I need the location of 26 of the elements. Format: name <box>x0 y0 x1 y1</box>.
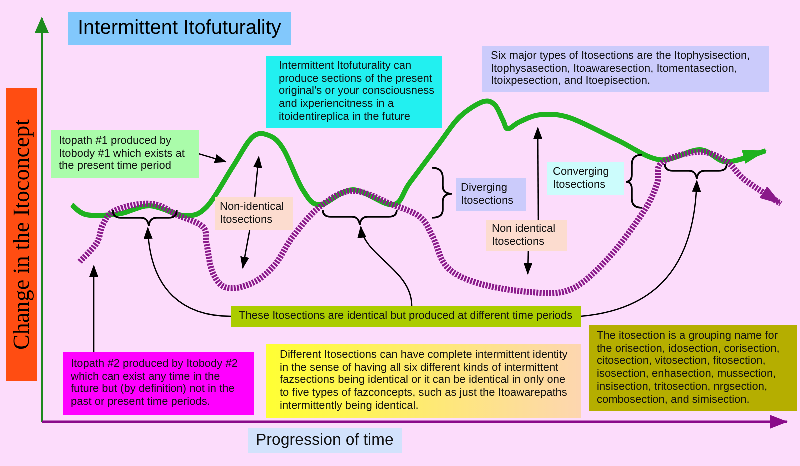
note-box: Itopath #1 produced by Itobody #1 which exists at the present time period <box>51 130 199 178</box>
note-box: Non-identical Itosections <box>215 197 293 230</box>
arrow <box>253 156 262 198</box>
arrow <box>580 180 701 318</box>
curly-brace <box>664 164 728 180</box>
note-box: These Itosections are identical but produced at different time periods <box>231 306 581 327</box>
arrow <box>534 127 543 220</box>
curly-brace <box>322 210 398 226</box>
axis-label: Change in the Itoconcept <box>6 88 37 381</box>
note-box: Non identical Itosections <box>486 220 567 252</box>
arrow <box>198 153 227 164</box>
arrow <box>90 265 98 352</box>
arrow <box>144 227 232 318</box>
arrow <box>524 250 533 275</box>
curly-brace <box>112 210 178 227</box>
title: Intermittent Itofuturality <box>68 12 292 45</box>
axis-label: Progression of time <box>248 428 402 453</box>
note-box: Intermittent Itofuturality can produce sections of the present original's or your consciousness and ixperiencitness in a itoidentireplica in the future <box>266 56 442 128</box>
note-box: Converging Itosections <box>547 162 624 196</box>
note-box: Different Itosections can have complete intermittent identity in the sense of having all six different kinds of intermittent fazsections being identical or it can be identical in only one to five types of fazconcepts, such as just the Itoawarepaths intermittently being identical. <box>266 344 581 418</box>
arrow <box>359 226 413 306</box>
note-box: Diverging Itosections <box>456 178 526 212</box>
note-box: The itosection is a grouping name for the orisection, idosection, corisection, citosection, vitosection, fitosection, isosection, enhasection, mussection, insisection, tritosection, nrgsection, combosection, and simisection. <box>589 325 797 412</box>
note-box: Six major types of Itosections are the Itophysisection, Itophysasection, Itoawaresection, Itomentasection, Itoixpesection, and Itoepisection. <box>482 46 769 92</box>
note-box: Itopath #2 produced by Itobody #2 which can exist any time in the future but (by definition) not in the past or present time periods. <box>63 352 254 415</box>
arrow <box>240 230 251 269</box>
